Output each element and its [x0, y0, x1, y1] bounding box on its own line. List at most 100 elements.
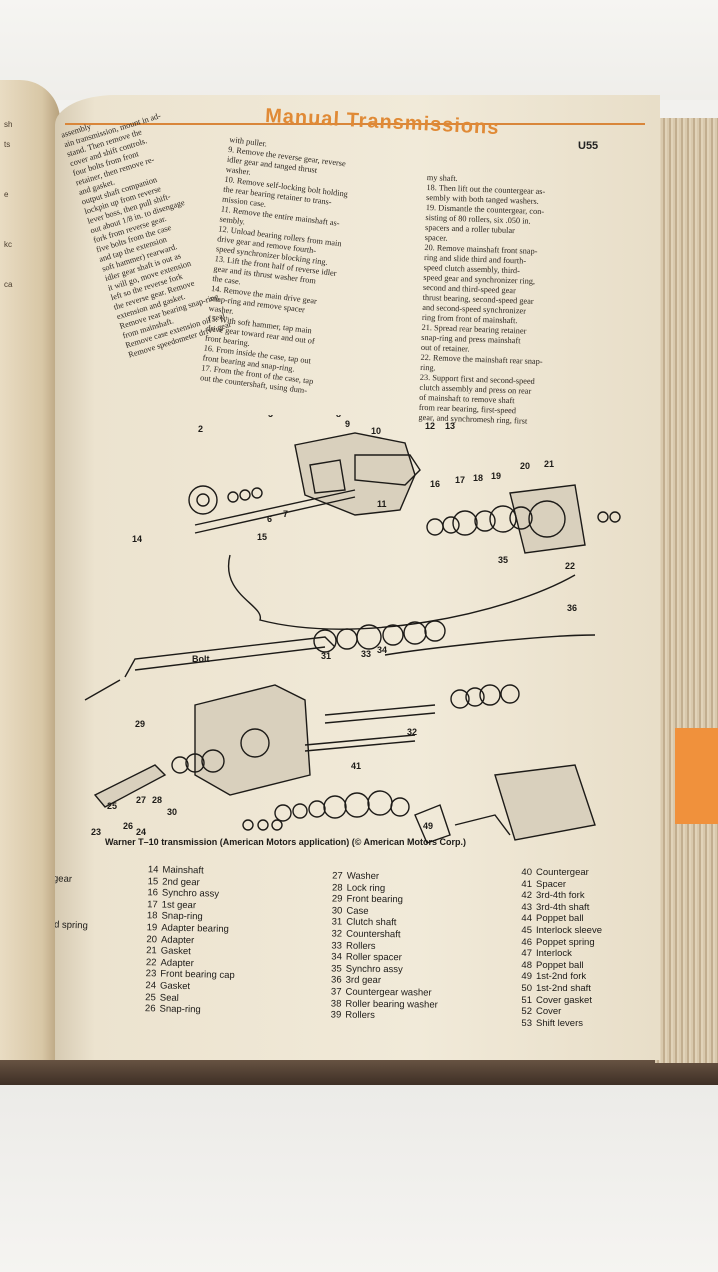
legend-item: erse pin: [55, 964, 86, 979]
legend-text: Spacer: [536, 878, 567, 890]
callout-number: 8: [336, 415, 341, 419]
legend-item: erse housing: [55, 953, 87, 968]
legend-item: everse gear: [55, 883, 89, 898]
legend-text: Roller spacer: [345, 951, 402, 964]
legend-number: 23: [145, 968, 157, 980]
legend-text: Rollers: [345, 1009, 375, 1022]
callout-number: 22: [565, 561, 575, 571]
legend-item: 40 Countergear: [510, 867, 602, 879]
legend-item: everse shaft: [55, 906, 88, 921]
legend-text: Synchro assy: [345, 963, 403, 975]
legend-number: 16: [147, 887, 159, 899]
legend-number: 31: [331, 916, 343, 928]
legend-number: 14: [147, 864, 159, 876]
legend-number: 42: [521, 890, 532, 902]
callout-number: 10: [371, 426, 381, 436]
legend-column-0: everse idler geareverse geareverse forke…: [55, 872, 90, 1014]
callout-number: 23: [91, 827, 101, 837]
legend-number: 35: [331, 963, 342, 975]
legend-text: 1st-2nd fork: [536, 971, 587, 983]
legend-text: Gasket: [160, 945, 191, 958]
callout-number: 12: [425, 421, 435, 431]
callout-number: 41: [351, 761, 361, 771]
page-stack-edge: [655, 118, 718, 1063]
legend-number: 50: [521, 982, 532, 994]
callout-number: 29: [135, 719, 145, 729]
exploded-view-diagram: 2345678910111213141516171819202122232425…: [84, 415, 621, 844]
callout-number: 32: [407, 727, 417, 737]
legend-number: 40: [521, 867, 532, 878]
legend-number: 51: [521, 994, 532, 1006]
table-surface: [0, 1085, 718, 1272]
background-wall: [0, 0, 718, 100]
callout-number: 34: [377, 645, 387, 655]
legend-text: 3rd-4th shaft: [536, 901, 590, 913]
legend-text: Washer: [346, 870, 380, 882]
legend-number: 47: [521, 948, 532, 960]
text-column-3: my shaft.18. Then lift out the counterge…: [418, 173, 549, 427]
legend-number: 21: [146, 945, 157, 957]
legend-text: Front bearing: [346, 893, 404, 906]
legend-number: 39: [330, 1009, 342, 1021]
legend-text: Interlock sleeve: [536, 924, 603, 936]
legend-item: erse lever: [55, 987, 86, 1002]
legend-number: 36: [331, 974, 342, 986]
legend-text: Mainshaft: [162, 864, 204, 877]
header-rule: [65, 123, 645, 125]
legend-number: 19: [146, 922, 158, 934]
callout-number: 16: [430, 479, 440, 489]
page-title: Manual Transmissions: [264, 104, 500, 140]
legend-text: Adapter bearing: [161, 922, 229, 935]
legend-number: 26: [144, 1003, 156, 1015]
callout-number: 21: [544, 459, 554, 469]
legend-text: Countershaft: [346, 928, 401, 941]
legend-text: Rollers: [345, 940, 376, 952]
legend-text: Snap-ring: [159, 1003, 201, 1016]
callout-number: 20: [520, 461, 530, 471]
legend-number: 27: [332, 870, 343, 882]
callout-number: 24: [136, 827, 146, 837]
callout-number: 25: [107, 801, 117, 811]
legend-number: 15: [147, 875, 159, 888]
callout-number: 26: [123, 821, 133, 831]
legend-item: 51 Cover gasket: [510, 995, 602, 1007]
callout-number: 27: [136, 795, 146, 805]
legend-item: everse idler gear: [55, 872, 73, 885]
callout-number: 30: [167, 807, 177, 817]
legend-text: Lock ring: [346, 882, 386, 894]
legend-number: 33: [331, 940, 343, 952]
legend-number: 49: [521, 971, 532, 983]
legend-item: oppet ball and spring: [55, 918, 89, 932]
callout-number: 13: [445, 421, 455, 431]
legend-item: k pin: [55, 976, 86, 991]
legend-text: Countergear: [536, 867, 589, 878]
book-cover-edge: [0, 1055, 718, 1085]
legend-text: Cover gasket: [536, 994, 592, 1006]
legend-text: Case: [346, 905, 369, 917]
legend-text: 1st gear: [161, 899, 197, 911]
callout-number: 35: [498, 555, 508, 565]
callout-number: 14: [132, 534, 142, 544]
legend-number: 29: [331, 893, 343, 905]
legend-text: Poppet ball: [536, 913, 584, 925]
callout-number: 28: [152, 795, 162, 805]
bolt-label: Bolt: [192, 654, 210, 664]
legend-item: 49 1st-2nd fork: [510, 971, 602, 983]
legend-number: 52: [521, 1006, 532, 1018]
callout-number: 36: [567, 603, 577, 613]
legend-number: 45: [521, 924, 532, 936]
legend-text: Adapter: [160, 957, 194, 969]
callout-number: 2: [198, 424, 203, 434]
legend-number: 34: [331, 951, 342, 963]
